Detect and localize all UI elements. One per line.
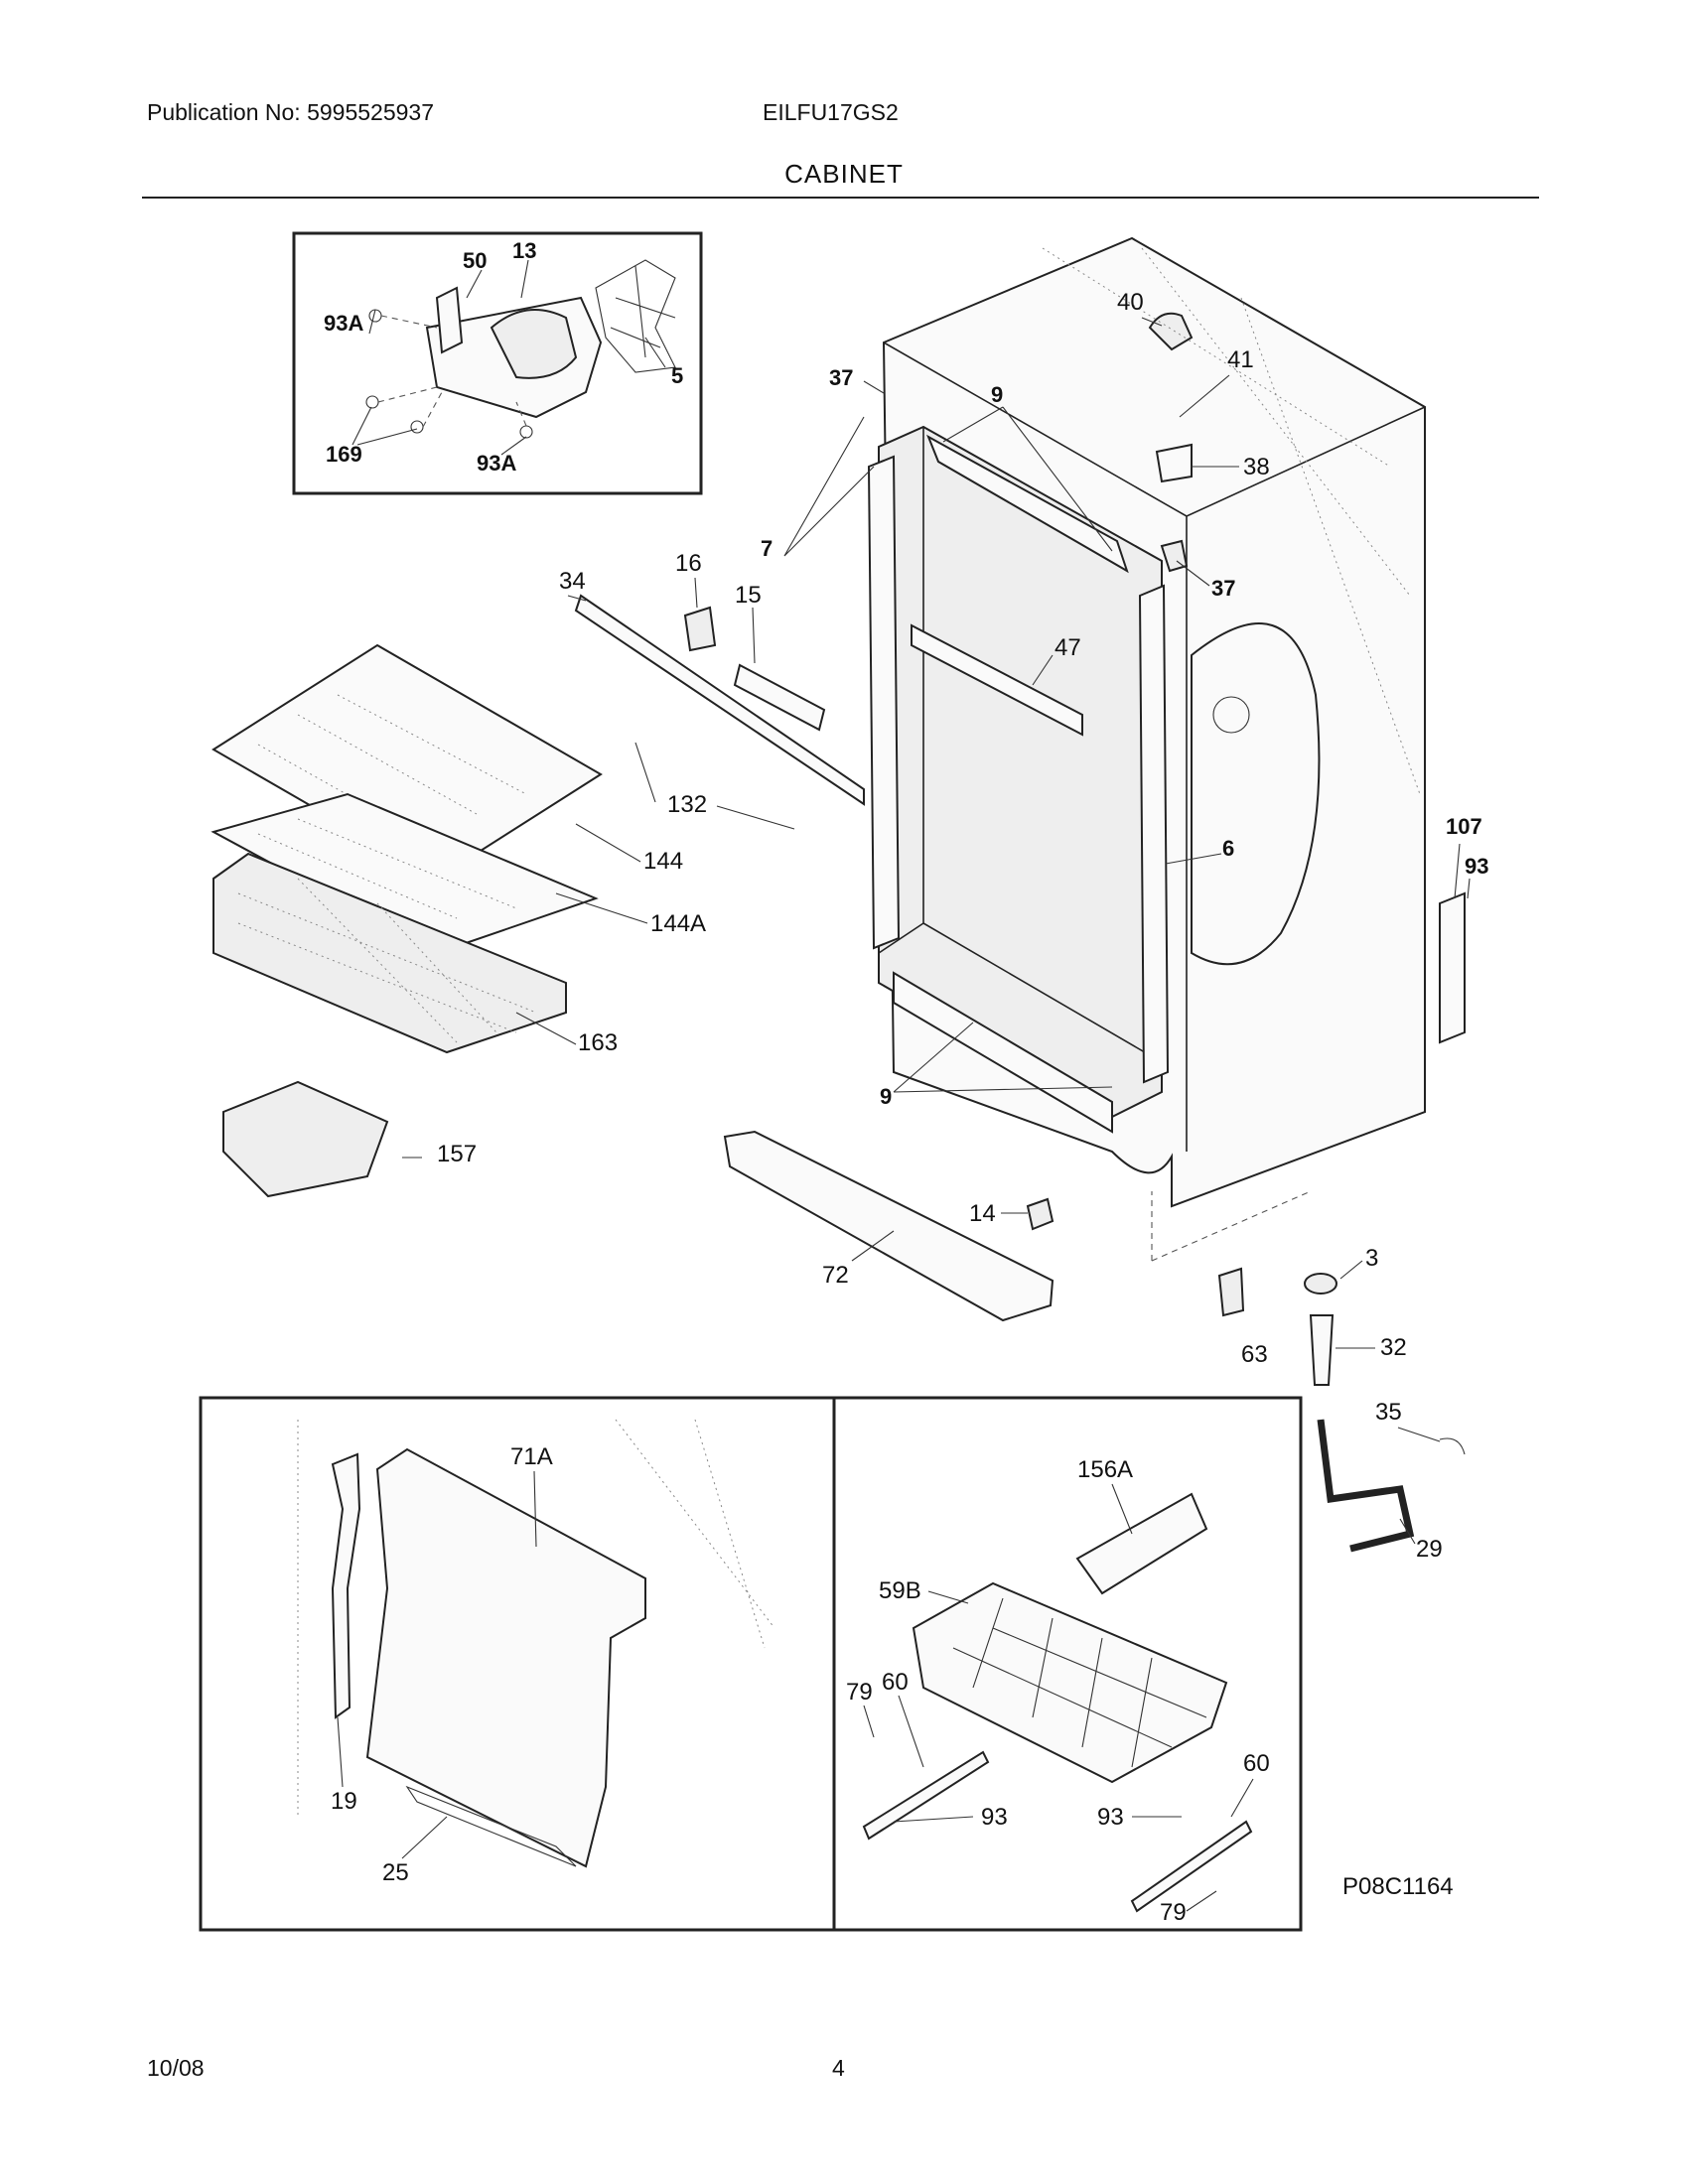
side-disc-shape (1191, 622, 1321, 966)
cabinet-body (867, 236, 1466, 1262)
divider-156a-shape (1075, 1492, 1208, 1595)
gasket-6-shape (1138, 584, 1170, 1084)
label-63: 63 (1241, 1341, 1268, 1368)
gasket-9-bottom-shape (893, 971, 1113, 1134)
basket-59b-shape (912, 1581, 1228, 1784)
label-32: 32 (1380, 1334, 1407, 1361)
fan-inset-frame (292, 231, 703, 495)
cover-25-shape (365, 1447, 646, 1868)
screw-shape (519, 425, 533, 439)
switch-14 (1026, 1197, 1055, 1231)
label-144a: 144A (650, 910, 706, 937)
drain-hose-29 (1317, 1419, 1415, 1553)
label-72: 72 (822, 1262, 849, 1289)
gasket-9-top-shape (926, 434, 1129, 574)
clamp-35 (1439, 1437, 1466, 1455)
tube-15-shape (733, 663, 826, 732)
fan-motor-shape (490, 309, 578, 379)
label-79: 79 (1160, 1899, 1187, 1926)
kickplate-72 (723, 1130, 1055, 1322)
footer-date: 10/08 (147, 2055, 205, 2081)
label-14: 14 (969, 1200, 996, 1227)
label-41: 41 (1227, 346, 1254, 373)
page-number: 4 (832, 2055, 845, 2081)
rail-60-right (1130, 1820, 1253, 1913)
figure-code: P08C1164 (1342, 1873, 1454, 1900)
rail-47-shape (911, 623, 1083, 737)
lamp-socket-16 (683, 606, 717, 652)
page-title: CABINET (784, 159, 904, 189)
gasket-7-shape (867, 455, 901, 950)
tray-157 (222, 1080, 389, 1198)
label-34: 34 (559, 568, 586, 595)
seal-19-shape (331, 1452, 361, 1719)
label-40: 40 (1117, 289, 1144, 316)
label-16: 16 (675, 550, 702, 577)
label-59b: 59B (879, 1577, 921, 1604)
label-19: 19 (331, 1788, 357, 1815)
label-3: 3 (1365, 1245, 1378, 1272)
label-107: 107 (1446, 814, 1482, 839)
label-5: 5 (671, 363, 683, 388)
bracket-34-shape (574, 594, 865, 806)
label-71a: 71A (510, 1443, 553, 1470)
basket-163 (212, 852, 567, 1054)
label-6: 6 (1222, 836, 1234, 861)
label-93: 93 (981, 1804, 1008, 1831)
label-79: 79 (846, 1679, 873, 1706)
label-93: 93 (1465, 854, 1488, 879)
label-9: 9 (991, 382, 1003, 407)
header-rule (142, 197, 1539, 199)
leveler-63 (1217, 1267, 1245, 1317)
label-163: 163 (578, 1029, 618, 1056)
label-60: 60 (882, 1669, 909, 1696)
basket-inset-frame (832, 1396, 1303, 1932)
label-144: 144 (643, 848, 683, 875)
label-93a: 93A (324, 311, 363, 336)
label-93: 93 (1097, 1804, 1124, 1831)
model-number: EILFU17GS2 (763, 99, 899, 125)
rail-60-left (862, 1750, 990, 1841)
screw-shape (365, 395, 379, 409)
label-37: 37 (1211, 576, 1235, 601)
label-25: 25 (382, 1859, 409, 1886)
plug-3 (1304, 1273, 1337, 1295)
fan-blade-shape (595, 259, 676, 373)
label-60: 60 (1243, 1750, 1270, 1777)
basket-inset: 156A 59B 79 60 93 93 60 79 (832, 1396, 1303, 1932)
label-156a: 156A (1077, 1456, 1133, 1483)
label-7: 7 (761, 536, 773, 561)
back-panel-107 (1439, 891, 1466, 1044)
label-93a: 93A (477, 451, 516, 476)
label-38: 38 (1243, 454, 1270, 480)
label-13: 13 (512, 238, 536, 263)
label-9: 9 (880, 1084, 892, 1109)
fan-motor-inset: 50 13 93A 5 169 93A (292, 231, 703, 495)
hinge-38-shape (1155, 443, 1193, 483)
publication-number: Publication No: 5995525937 (147, 99, 435, 125)
label-35: 35 (1375, 1399, 1402, 1426)
label-132: 132 (667, 791, 707, 818)
label-47: 47 (1055, 634, 1081, 661)
label-157: 157 (437, 1141, 477, 1167)
drain-32 (1309, 1314, 1335, 1386)
bracket-50-shape (435, 286, 464, 354)
evaporator-cover-inset: 71A 19 25 (199, 1396, 836, 1932)
label-37: 37 (829, 365, 853, 390)
screw-shape (410, 420, 424, 434)
label-15: 15 (735, 582, 762, 609)
label-50: 50 (463, 248, 487, 273)
label-169: 169 (326, 442, 362, 467)
label-29: 29 (1416, 1536, 1443, 1563)
